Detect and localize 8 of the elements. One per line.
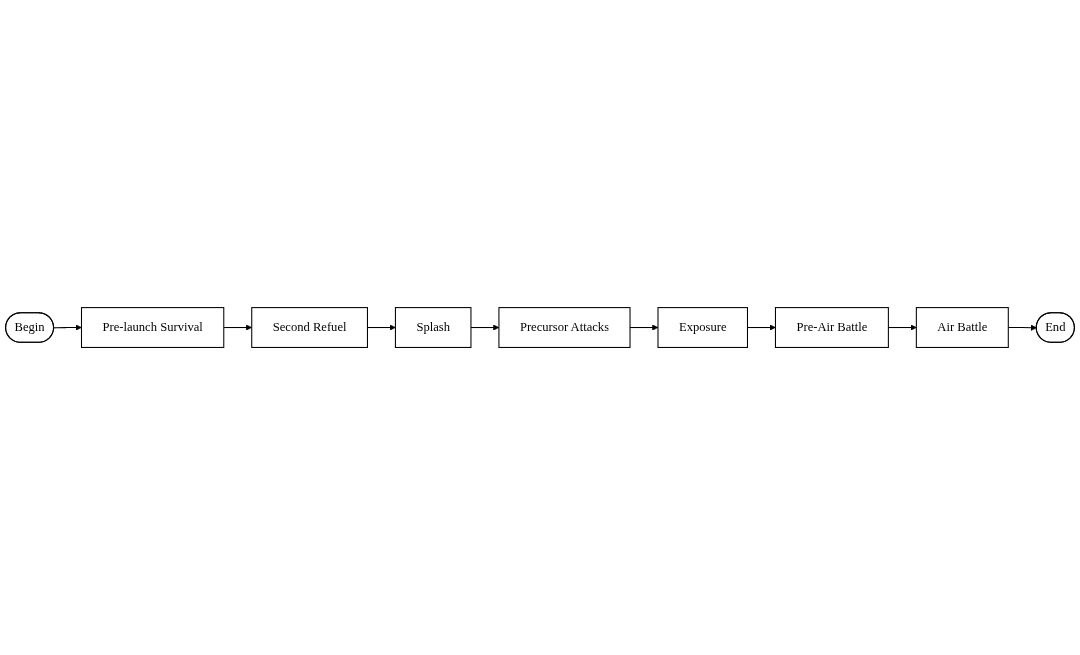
node-box: Second Refuel <box>251 307 368 348</box>
node-box: Exposure <box>657 307 748 348</box>
node-box: Splash <box>394 307 472 348</box>
node-box: Pre-Air Battle <box>774 307 889 348</box>
node-box: Precursor Attacks <box>498 307 631 348</box>
node-box: Air Battle <box>915 307 1009 348</box>
arrow <box>53 324 82 331</box>
node-box: Pre-launch Survival <box>80 307 225 348</box>
